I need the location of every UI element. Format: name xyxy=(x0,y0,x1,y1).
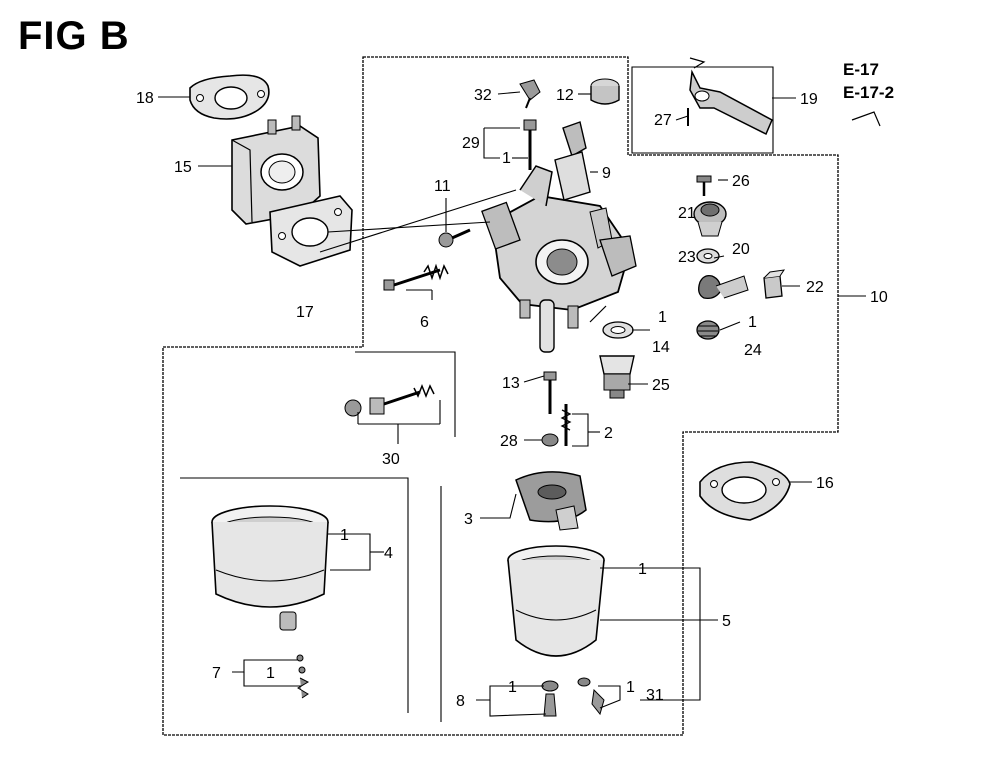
leader-14 xyxy=(589,305,607,323)
reference-e17: E-17 xyxy=(843,60,879,79)
washer-14 xyxy=(602,321,634,339)
callout-8: 8 xyxy=(456,693,465,710)
callout-2: 2 xyxy=(604,425,613,442)
screw-29 xyxy=(523,119,537,170)
callout-31: 31 xyxy=(646,687,664,704)
callout-18: 18 xyxy=(136,90,154,107)
jet-set-subbox xyxy=(355,351,456,437)
callout-29: 29 xyxy=(462,135,480,152)
callout-24: 24 xyxy=(744,342,762,359)
callout-9: 9 xyxy=(602,165,611,182)
callout-1-e: 1 xyxy=(638,561,647,578)
callout-27: 27 xyxy=(654,112,672,129)
spring-24 xyxy=(696,320,720,340)
callout-1-c: 1 xyxy=(658,309,667,326)
callout-1-h: 1 xyxy=(626,679,635,696)
float-bowl-5 xyxy=(507,545,605,717)
callout-1-d: 1 xyxy=(340,527,349,544)
throttle-stop-screw-6 xyxy=(383,263,449,291)
float-bowl-4-subbox xyxy=(180,477,409,713)
callout-5: 5 xyxy=(722,613,731,630)
reference-arrow xyxy=(851,111,881,127)
callout-16: 16 xyxy=(816,475,834,492)
lever-subbox xyxy=(631,66,774,154)
bracket-22 xyxy=(763,269,786,299)
callout-30: 30 xyxy=(382,451,400,468)
jet-kit-30 xyxy=(344,383,435,417)
callout-1-f: 1 xyxy=(266,665,275,682)
callout-3: 3 xyxy=(464,511,473,528)
spring-20 xyxy=(698,274,749,300)
callout-6: 6 xyxy=(420,314,429,331)
callout-19: 19 xyxy=(800,91,818,108)
needle-jet-13 xyxy=(543,371,557,414)
leader-lines xyxy=(158,91,866,717)
callout-32: 32 xyxy=(474,87,492,104)
main-jet-28 xyxy=(541,433,559,447)
assembly-outline xyxy=(162,56,839,736)
reference-e17-2: E-17-2 xyxy=(843,83,895,102)
knob-21 xyxy=(693,201,727,237)
gasket-18 xyxy=(189,74,270,120)
float-bowl-4 xyxy=(211,505,329,699)
callout-labels: 18 15 17 32 12 29 1 9 11 6 27 19 26 21 2… xyxy=(136,87,888,710)
callout-4: 4 xyxy=(384,545,393,562)
washer-23 xyxy=(696,248,720,264)
callout-20: 20 xyxy=(732,241,750,258)
figure-title: FIG B xyxy=(18,14,130,58)
bolt-25 xyxy=(599,355,635,399)
callout-11: 11 xyxy=(434,178,451,195)
callout-26: 26 xyxy=(732,173,750,190)
callout-28: 28 xyxy=(500,433,518,450)
screw-32 xyxy=(519,79,541,109)
choke-lever-19 xyxy=(689,57,773,136)
callout-12: 12 xyxy=(556,87,574,104)
callout-1-g: 1 xyxy=(508,679,517,696)
callout-1-a: 1 xyxy=(502,150,511,167)
callout-22: 22 xyxy=(806,279,824,296)
callout-13: 13 xyxy=(502,375,520,392)
callout-10: 10 xyxy=(870,289,888,306)
float-3 xyxy=(515,471,587,531)
jet-set-2 xyxy=(560,404,572,446)
callout-7: 7 xyxy=(212,665,221,682)
gasket-16 xyxy=(699,461,791,521)
callout-25: 25 xyxy=(652,377,670,394)
carburetor-body xyxy=(481,165,637,353)
float-valve-9 xyxy=(554,121,591,201)
callout-21: 21 xyxy=(678,205,696,222)
cap-12 xyxy=(590,78,620,105)
callout-14: 14 xyxy=(652,339,670,356)
callout-17: 17 xyxy=(296,304,314,321)
pilot-screw-11 xyxy=(438,228,471,248)
callout-1-b: 1 xyxy=(748,314,757,331)
screw-26 xyxy=(696,175,712,196)
callout-15: 15 xyxy=(174,159,192,176)
callout-23: 23 xyxy=(678,249,696,266)
